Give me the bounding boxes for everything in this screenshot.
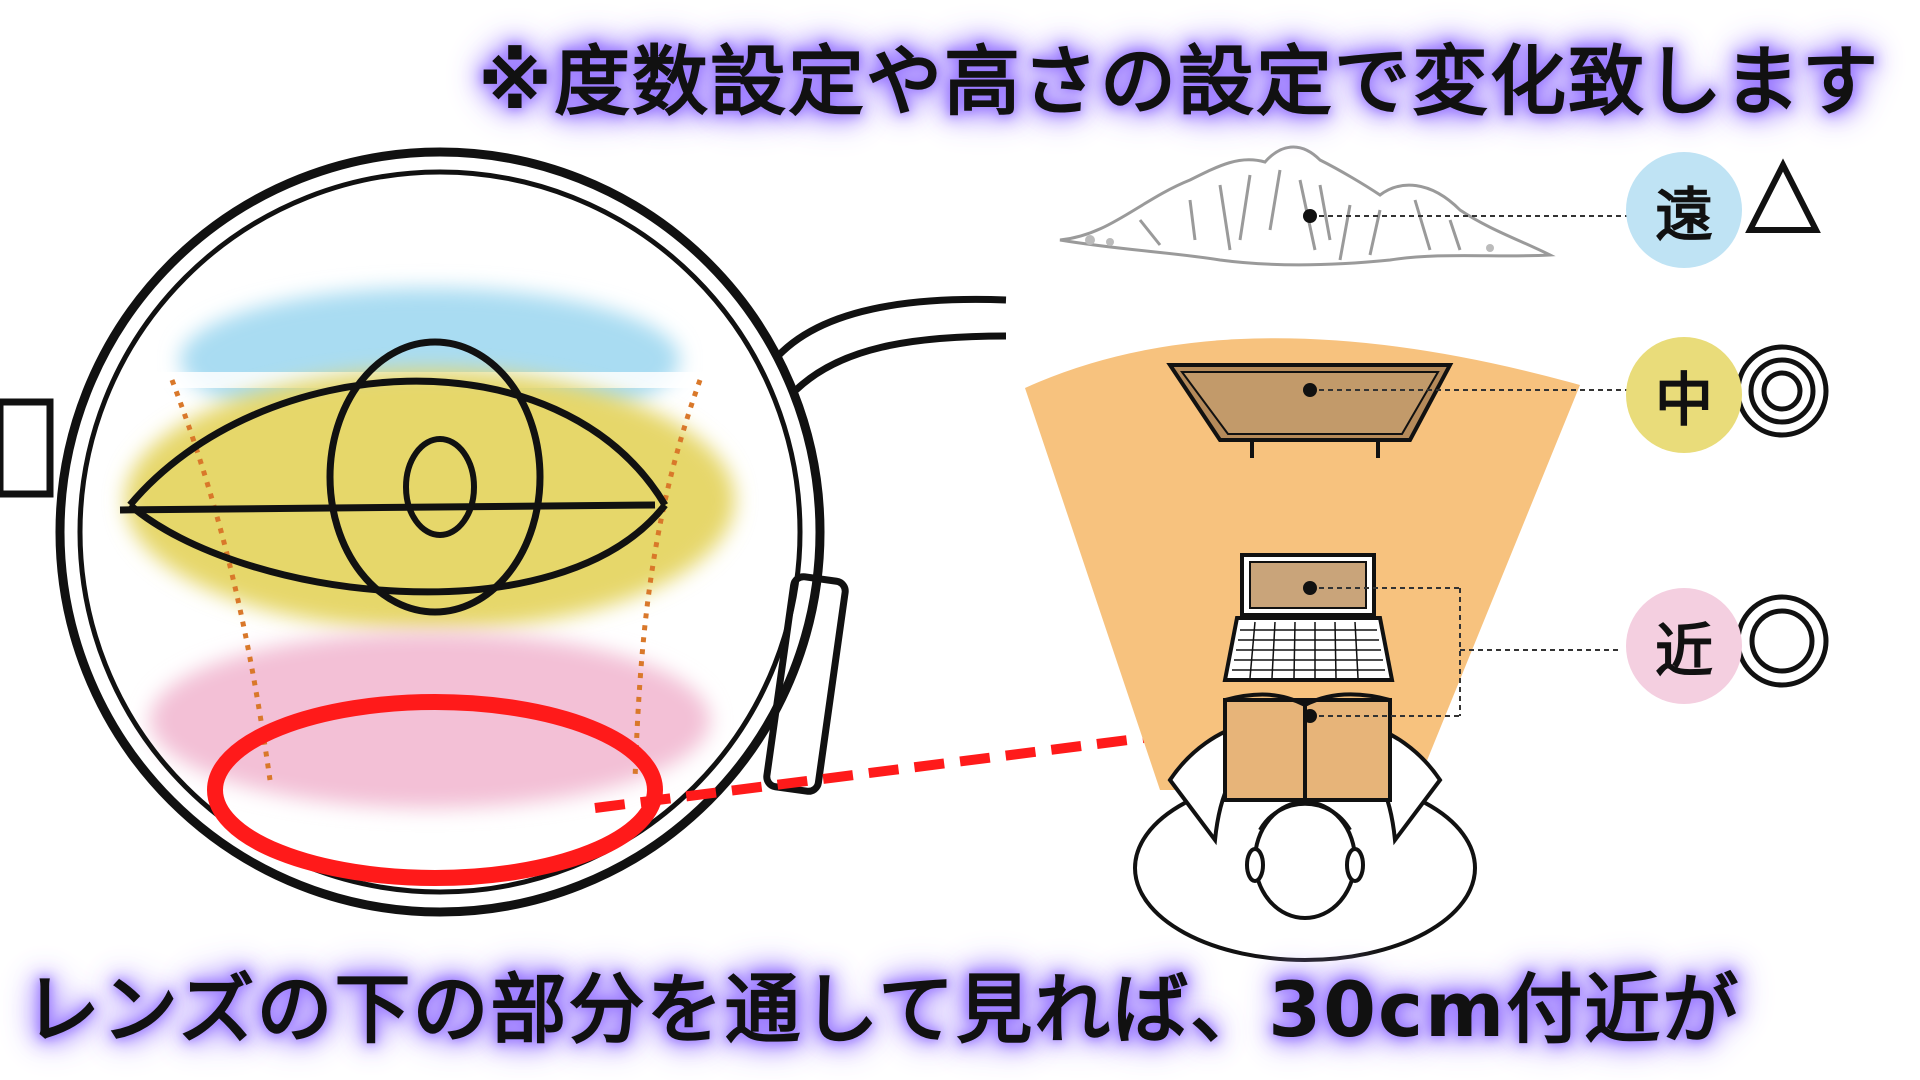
lens-rim xyxy=(55,147,825,917)
laptop-icon xyxy=(1222,553,1395,682)
distance-label-mid: 中 xyxy=(1654,366,1713,434)
distance-label-near: 近 xyxy=(1654,617,1713,685)
bottom-caption: レンズの下の部分を通して見れば、30cm付近が xyxy=(24,965,1741,1054)
mountain-icon xyxy=(1059,145,1556,267)
glasses-lens-icon xyxy=(0,147,1007,917)
rating-far: △ xyxy=(1780,182,1781,183)
viewing-scene xyxy=(1025,145,1829,962)
distance-badge-near: 近 xyxy=(1626,588,1742,704)
tv-icon xyxy=(1166,363,1454,458)
distance-label-far: 遠 xyxy=(1654,181,1713,249)
rating-double-circle-icon xyxy=(1735,344,1829,438)
top-caption: ※度数設定や高さの設定で変化致します xyxy=(478,37,1880,126)
rating-mid: ◎ xyxy=(1780,392,1781,393)
leader-lines xyxy=(1310,215,1638,717)
rating-triangle-icon xyxy=(1745,158,1821,233)
distance-badge-far: 遠 xyxy=(1626,152,1742,268)
rating-circle-icon xyxy=(1735,594,1829,688)
book-icon xyxy=(1223,692,1392,802)
near-zone xyxy=(150,632,710,808)
eye-icon xyxy=(119,338,668,616)
distance-badge-mid: 中 xyxy=(1626,337,1742,453)
rating-near: ○ xyxy=(1780,642,1781,643)
